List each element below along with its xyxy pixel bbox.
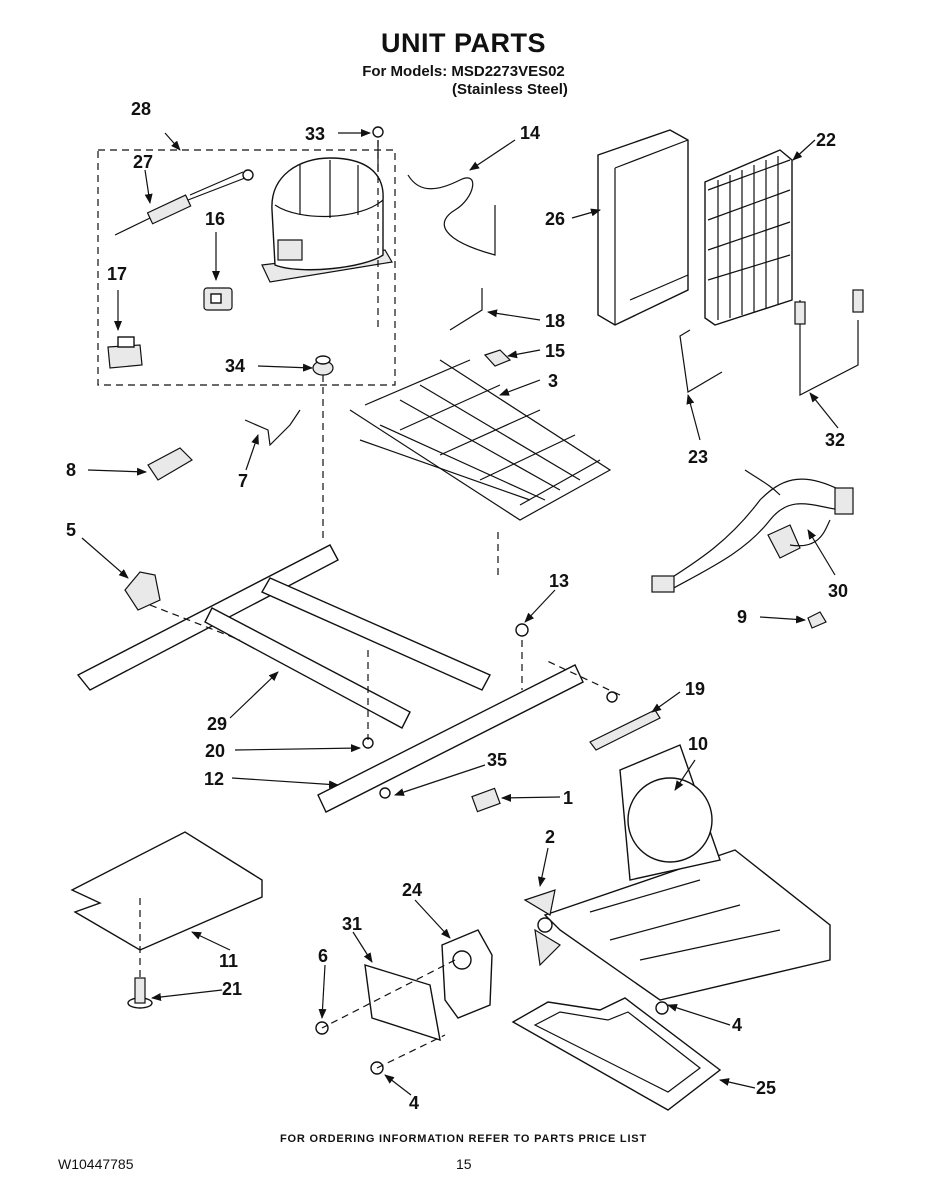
evaporator-part[interactable] [704, 149, 793, 326]
insulation-tube-part[interactable] [147, 447, 193, 481]
assembly-lines [139, 140, 621, 1069]
callout-6: 6 [318, 946, 328, 966]
callout-7: 7 [238, 471, 248, 491]
callout-35: 35 [487, 750, 507, 770]
wire-part[interactable] [244, 409, 301, 447]
tube-32-part[interactable] [794, 289, 864, 396]
bracket-part[interactable] [124, 571, 161, 611]
callout-24: 24 [402, 880, 422, 900]
clip-part[interactable] [483, 349, 512, 367]
drain-pan-part[interactable] [511, 997, 722, 1111]
fan-blade-part[interactable] [523, 889, 561, 967]
callout-29: 29 [207, 714, 227, 734]
callout-14: 14 [520, 123, 540, 143]
callout-26: 26 [545, 209, 565, 229]
callout-9: 9 [737, 607, 747, 627]
ferrule-part[interactable] [471, 787, 501, 813]
callout-17: 17 [107, 264, 127, 284]
motor-bracket-part[interactable] [364, 964, 441, 1042]
grommet-part[interactable] [312, 355, 334, 376]
callout-27: 27 [133, 152, 153, 172]
callout-5: 5 [66, 520, 76, 540]
wire-harness-part[interactable] [651, 469, 854, 593]
drier-part[interactable] [114, 169, 254, 236]
cable-tie-part[interactable] [589, 709, 661, 751]
callout-4a: 4 [732, 1015, 742, 1035]
fan-housing-part[interactable] [543, 744, 831, 1001]
page-title: UNIT PARTS [381, 28, 546, 58]
callout-3: 3 [548, 371, 558, 391]
tube-part[interactable] [407, 174, 496, 256]
frame-part[interactable] [76, 544, 491, 729]
screw-13-part[interactable] [515, 623, 529, 637]
callout-12: 12 [204, 769, 224, 789]
callout-32: 32 [825, 430, 845, 450]
screw-33-part[interactable] [372, 126, 384, 138]
callout-2: 2 [545, 827, 555, 847]
callout-23: 23 [688, 447, 708, 467]
callout-21: 21 [222, 979, 242, 999]
page-number: 15 [456, 1156, 472, 1172]
callout-8: 8 [66, 460, 76, 480]
condenser-coil-part[interactable] [349, 359, 612, 521]
clip-9-part[interactable] [807, 611, 827, 629]
screw-rail-part[interactable] [606, 691, 618, 703]
callout-33: 33 [305, 124, 325, 144]
callout-15: 15 [545, 341, 565, 361]
compressor-part[interactable] [261, 140, 393, 283]
callout-18: 18 [545, 311, 565, 331]
callout-19: 19 [685, 679, 705, 699]
models-line: For Models: MSD2273VES02 [362, 63, 565, 80]
callout-1: 1 [563, 788, 573, 808]
callout-labels: 28 27 33 14 26 22 16 17 18 15 34 3 23 32… [66, 99, 848, 1113]
tube-18-part[interactable] [449, 288, 483, 331]
document-number: W10447785 [58, 1156, 134, 1172]
fan-motor-part[interactable] [441, 929, 493, 1019]
leveling-leg-part[interactable] [127, 977, 153, 1009]
compressor-kit-box [97, 149, 396, 386]
overload-part[interactable] [107, 336, 143, 369]
callout-28: 28 [131, 99, 151, 119]
evaporator-cover-part[interactable] [597, 129, 689, 326]
screw-4a-part[interactable] [655, 1001, 669, 1015]
hanger-part[interactable] [679, 329, 723, 393]
callout-25: 25 [756, 1078, 776, 1098]
callout-30: 30 [828, 581, 848, 601]
callout-11: 11 [219, 951, 238, 971]
callout-22: 22 [816, 130, 836, 150]
callout-20: 20 [205, 741, 225, 761]
callout-leaders [81, 129, 839, 1096]
finish-line: (Stainless Steel) [452, 81, 568, 98]
ordering-note: FOR ORDERING INFORMATION REFER TO PARTS … [280, 1133, 647, 1145]
relay-part[interactable] [203, 287, 233, 311]
callout-13: 13 [549, 571, 569, 591]
callout-34: 34 [225, 356, 245, 376]
cover-plate-part[interactable] [70, 831, 263, 951]
callout-31: 31 [342, 914, 362, 934]
callout-16: 16 [205, 209, 225, 229]
screw-35-part[interactable] [379, 787, 391, 799]
callout-10: 10 [688, 734, 708, 754]
callout-4b: 4 [409, 1093, 419, 1113]
rail-part[interactable] [317, 664, 584, 813]
